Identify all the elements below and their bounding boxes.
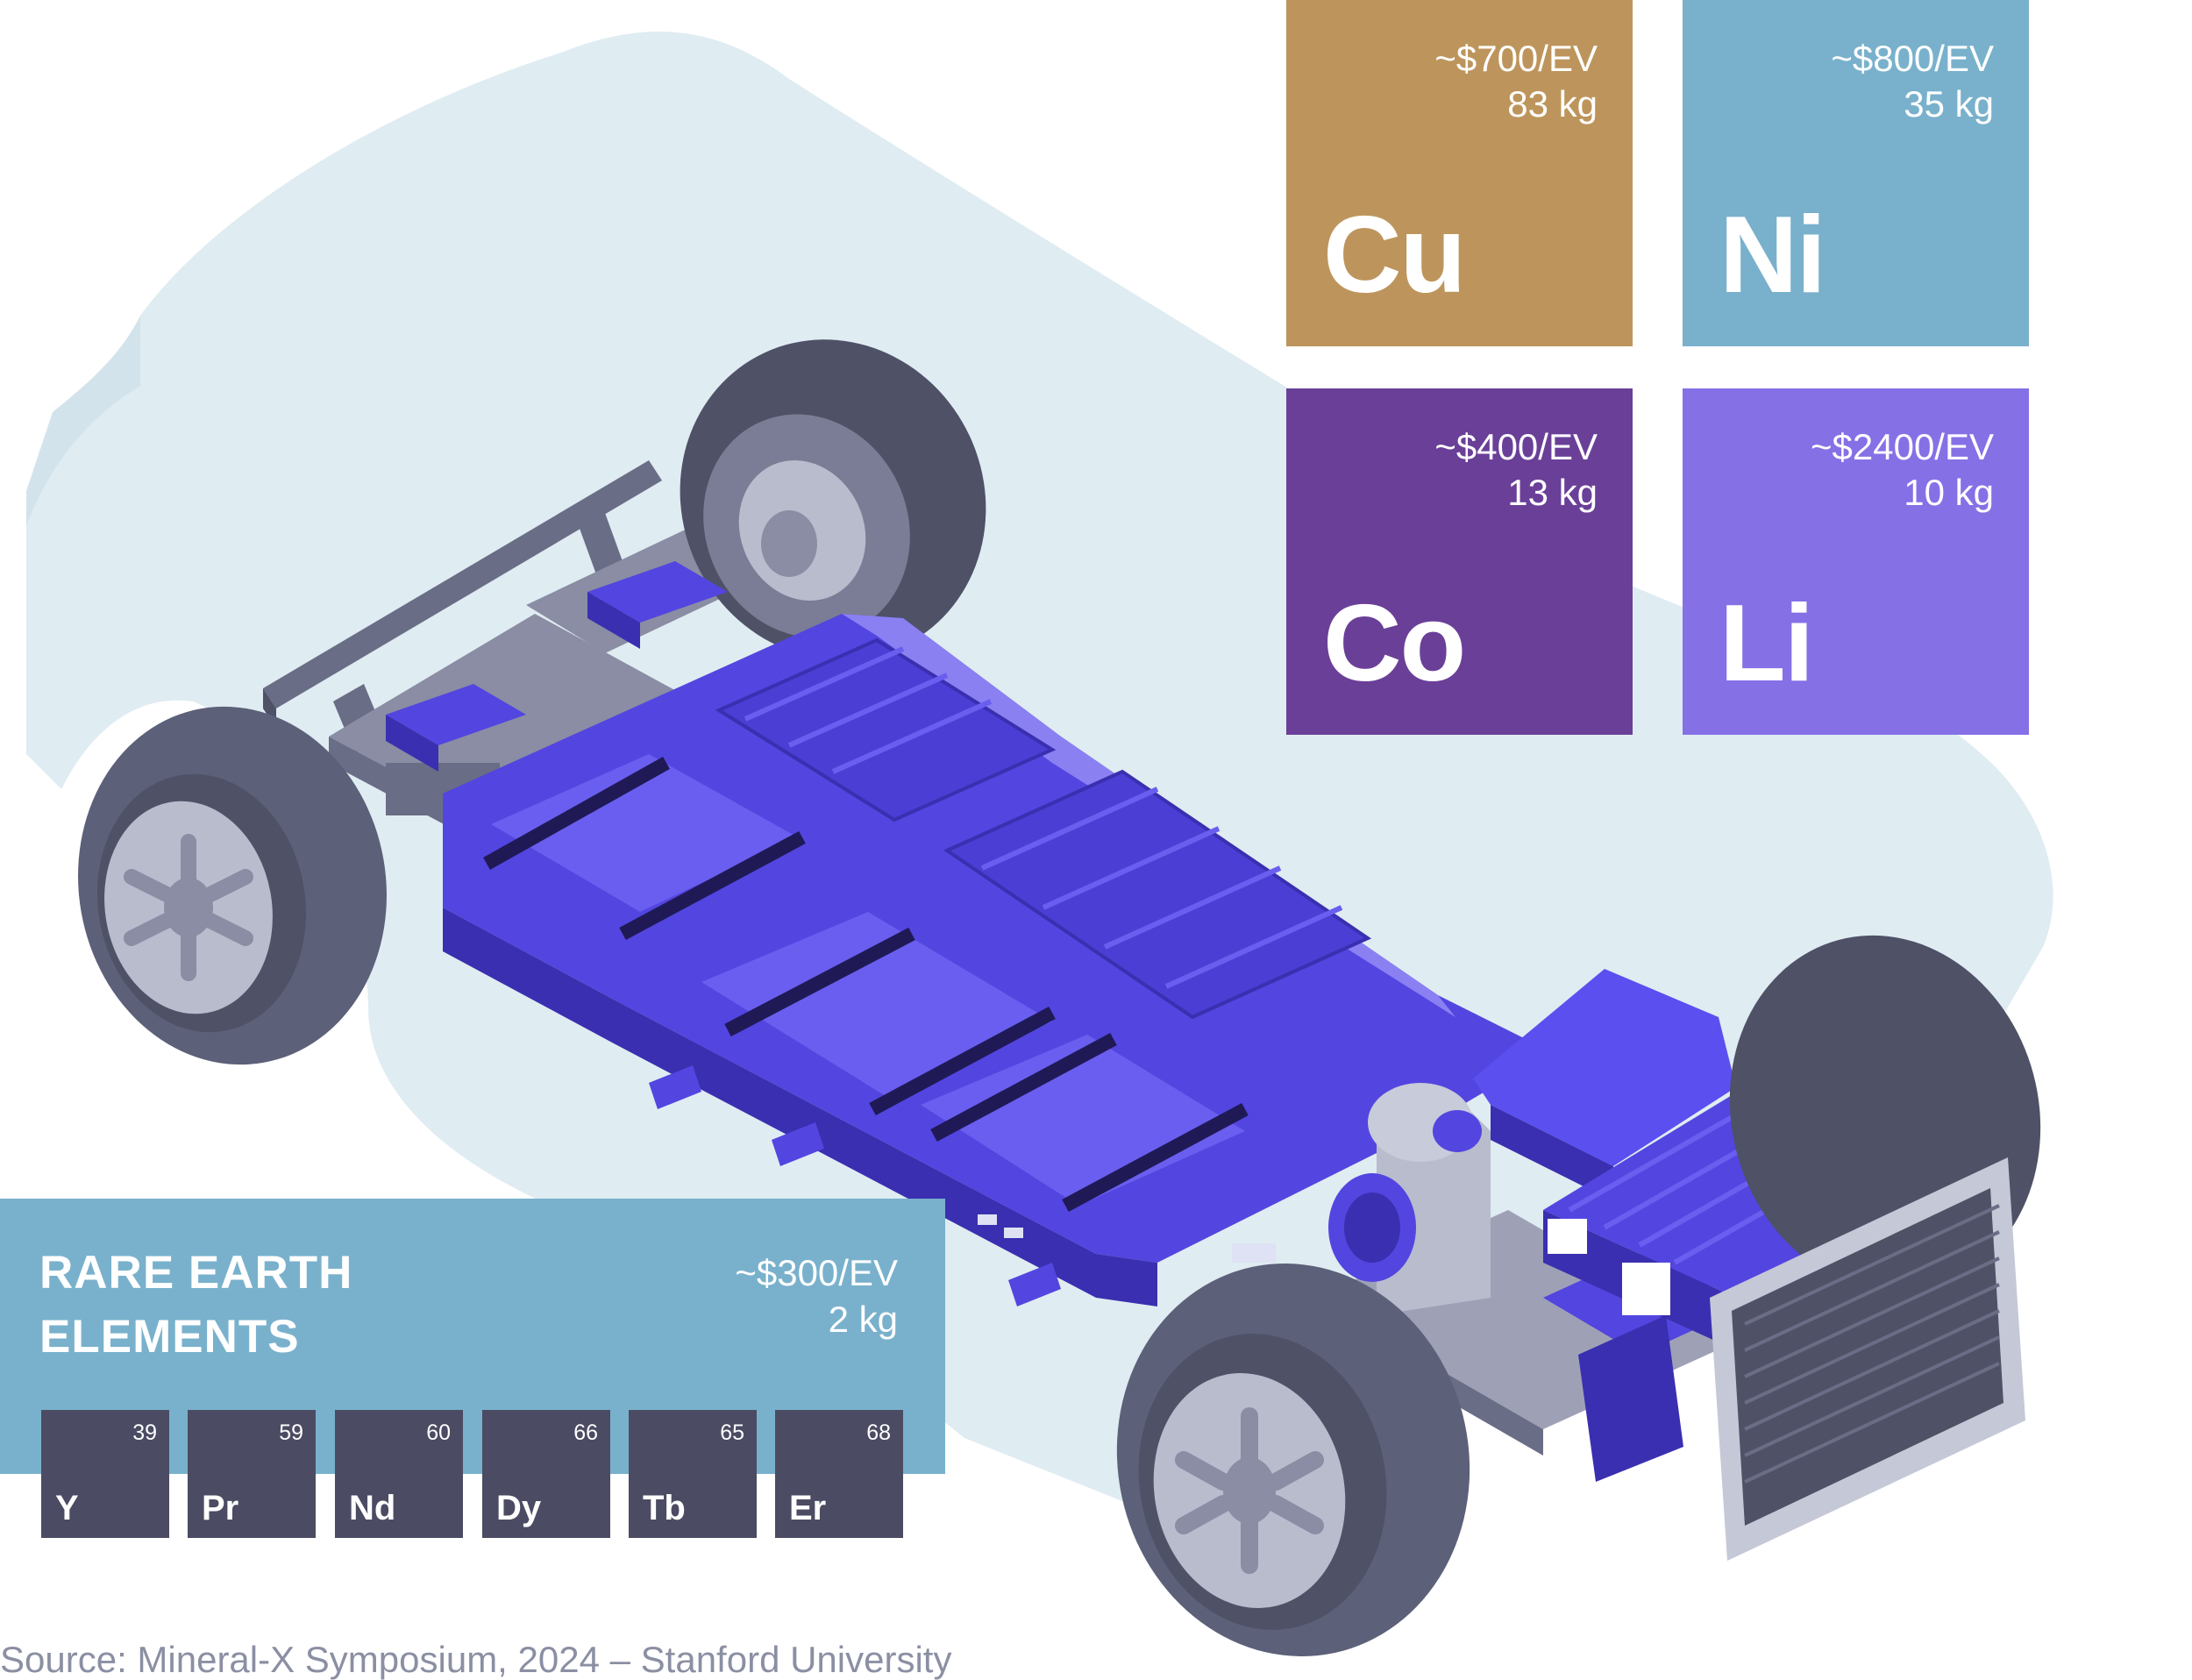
rare-earth-title-line2: ELEMENTS (39, 1311, 300, 1363)
mineral-price: ~$700/EV (1434, 38, 1598, 79)
mineral-price: ~$800/EV (1831, 38, 1994, 79)
atomic-number: 39 (132, 1420, 157, 1445)
rare-earth-title: RARE EARTH ELEMENTS (39, 1241, 352, 1369)
mineral-tile-cu: ~$700/EV 83 kg Cu (1286, 0, 1633, 346)
mineral-tile-ni: ~$800/EV 35 kg Ni (1683, 0, 2029, 346)
atomic-number: 59 (279, 1420, 303, 1445)
wheel (680, 339, 986, 660)
element-symbol: Y (55, 1489, 79, 1527)
wheel (1116, 1264, 1470, 1656)
element-tile-dy: 66 Dy (482, 1410, 610, 1538)
mineral-price: ~$400/EV (1434, 426, 1598, 467)
element-symbol: Er (789, 1489, 827, 1527)
atomic-number: 65 (720, 1420, 744, 1445)
mineral-symbol: Co (1323, 583, 1466, 704)
rare-earth-mass: 2 kg (828, 1299, 898, 1340)
radiator (1710, 1157, 2025, 1561)
battery-pack (443, 614, 1552, 1306)
element-tile-tb: 65 Tb (629, 1410, 757, 1538)
mineral-symbol: Cu (1323, 195, 1466, 316)
mineral-symbol: Ni (1719, 195, 1826, 316)
mineral-price: ~$2400/EV (1810, 426, 1994, 467)
mineral-tile-co: ~$400/EV 13 kg Co (1286, 388, 1633, 735)
element-tile-nd: 60 Nd (335, 1410, 463, 1538)
mineral-symbol: Li (1719, 583, 1814, 704)
element-tile-y: 39 Y (41, 1410, 169, 1538)
wheel (78, 706, 387, 1065)
atomic-number: 66 (573, 1420, 598, 1445)
element-symbol: Nd (349, 1489, 396, 1527)
element-symbol: Dy (496, 1489, 542, 1527)
mineral-mass: 10 kg (1904, 472, 1994, 513)
element-tile-pr: 59 Pr (188, 1410, 316, 1538)
element-tile-er: 68 Er (775, 1410, 903, 1538)
rare-earth-title-line1: RARE EARTH (39, 1247, 353, 1299)
mineral-mass: 83 kg (1507, 83, 1598, 125)
atomic-number: 60 (426, 1420, 451, 1445)
rare-earth-price: ~$300/EV (735, 1252, 898, 1293)
mineral-mass: 35 kg (1904, 83, 1994, 125)
mineral-tile-li: ~$2400/EV 10 kg Li (1683, 388, 2029, 735)
element-symbol: Tb (643, 1489, 686, 1527)
mineral-mass: 13 kg (1507, 472, 1598, 513)
source-caption: Source: Mineral-X Symposium, 2024 – Stan… (0, 1639, 952, 1680)
element-symbol: Pr (202, 1489, 239, 1527)
atomic-number: 68 (866, 1420, 891, 1445)
